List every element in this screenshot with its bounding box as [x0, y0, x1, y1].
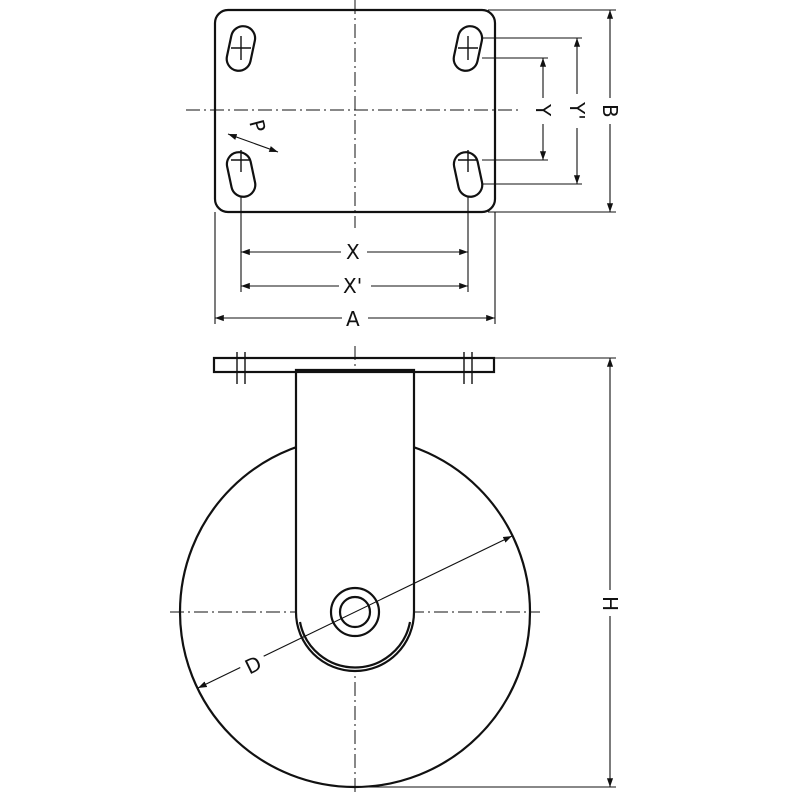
- mounting-plate-outline: [213, 8, 497, 214]
- a-label: A: [346, 307, 360, 331]
- plate-bolt-left: [236, 352, 246, 384]
- h-dimension: H: [598, 358, 622, 787]
- top-plan-view: P Y Y' B: [186, 0, 622, 331]
- x-prime-dimension: X': [241, 273, 468, 298]
- b-label: B: [598, 104, 622, 118]
- fork-body: [294, 368, 416, 673]
- b-dimension: B: [598, 10, 622, 212]
- x-dimension: X: [241, 240, 468, 264]
- bolt-slot-bottom-left: [225, 150, 257, 198]
- y-label: Y: [531, 103, 555, 117]
- bolt-slot-top-left: [225, 25, 257, 72]
- d-dimension: D: [197, 535, 513, 689]
- x-prime-label: X': [343, 274, 362, 298]
- a-dimension: A: [215, 306, 495, 331]
- p-label: P: [244, 117, 270, 135]
- y-prime-label: Y': [565, 101, 589, 120]
- p-dimension: P: [227, 117, 279, 153]
- plate-bolt-right: [463, 352, 473, 384]
- x-label: X: [346, 240, 360, 264]
- y-dimension: Y: [531, 58, 555, 160]
- h-label: H: [598, 596, 622, 611]
- side-elevation-view: D H: [170, 346, 622, 796]
- y-prime-dimension: Y': [565, 38, 589, 184]
- bolt-slot-top-right: [452, 25, 484, 72]
- top-plate-side: [212, 356, 496, 374]
- bolt-slot-bottom-right: [452, 150, 484, 198]
